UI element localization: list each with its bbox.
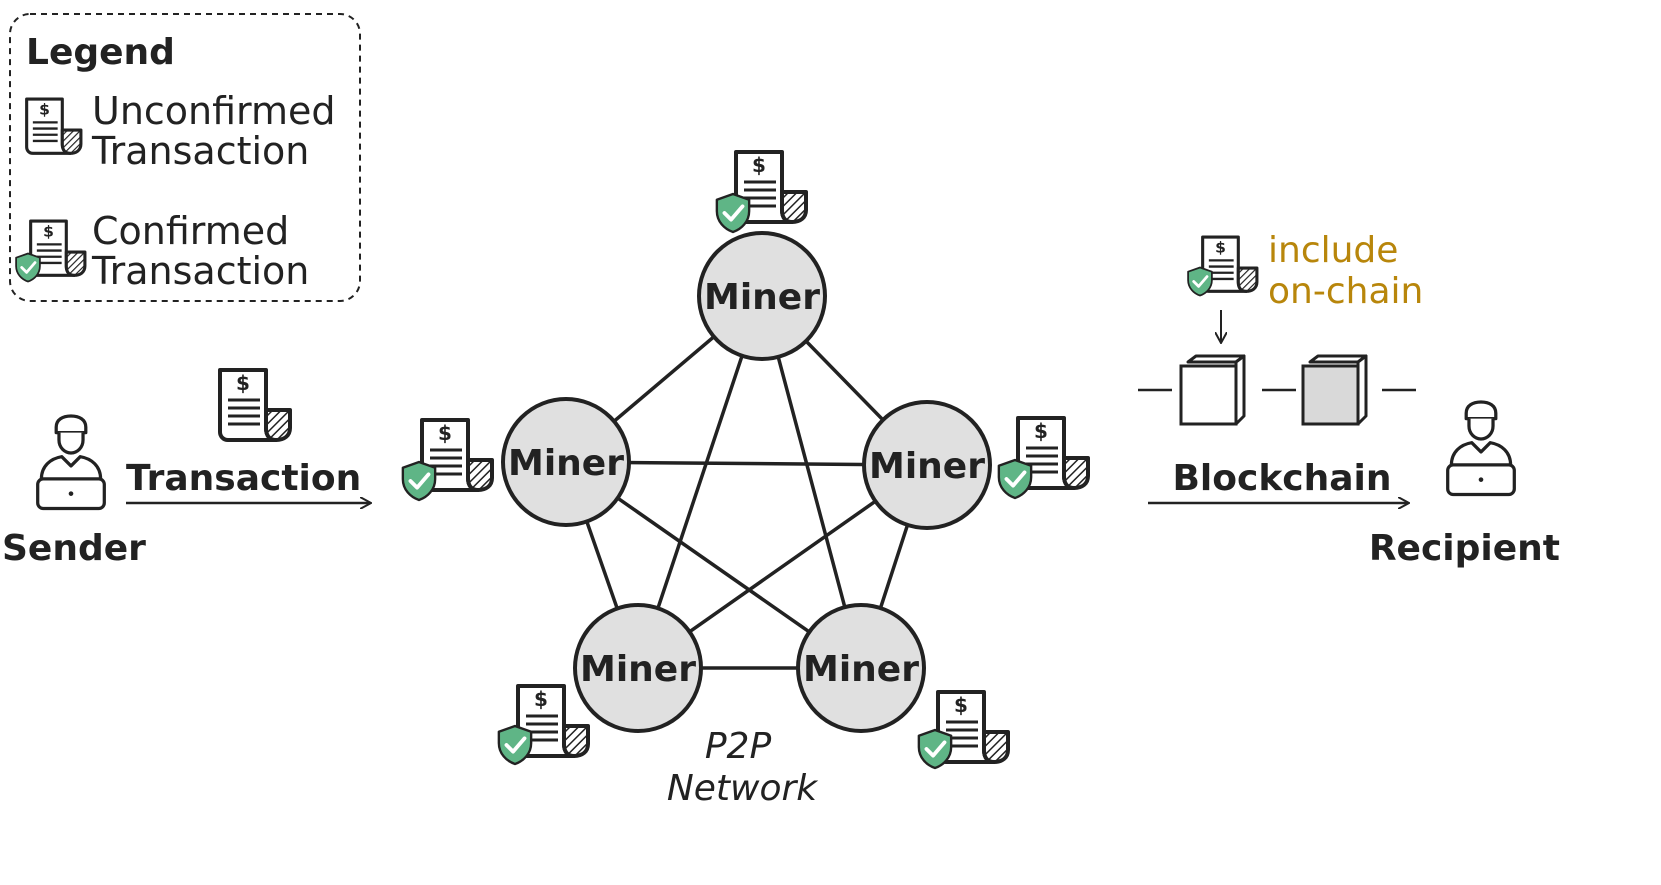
miner-node-left: Miner: [501, 397, 631, 527]
include-note-line1: include: [1268, 230, 1398, 271]
network-label-line1: P2P: [705, 726, 772, 767]
sender-label: Sender: [2, 528, 146, 569]
miner-bottom-left-confirmed-tx: [496, 684, 590, 766]
shield-check-icon: [400, 460, 438, 502]
transaction-flow: Transaction: [126, 368, 370, 503]
legend-title: Legend: [26, 32, 175, 73]
shield-check-icon: [714, 192, 752, 234]
unconfirmed-receipt-icon: [25, 97, 83, 155]
sender-person-laptop-icon: [36, 414, 106, 511]
shield-check-icon: [996, 458, 1034, 500]
network-label-line2: Network: [667, 768, 819, 809]
legend-unconfirmed-line1: Unconfirmed: [92, 89, 336, 133]
legend-confirmed-line2: Transaction: [91, 249, 309, 293]
recipient: Recipient: [1369, 402, 1560, 569]
legend-box: Legend Unconfirmed Transaction Confirmed…: [9, 13, 361, 302]
miner-node-bottom-right: Miner: [796, 603, 926, 733]
sender: Sender: [2, 414, 146, 569]
include-note-line2: on-chain: [1268, 271, 1423, 312]
legend-confirmed-line1: Confirmed: [92, 209, 289, 253]
legend-unconfirmed-line2: Transaction: [91, 129, 309, 173]
blockchain: Blockchain: [1138, 354, 1416, 503]
recipient-label: Recipient: [1369, 528, 1560, 569]
block-cube-icon: [1301, 354, 1368, 426]
miner-right-confirmed-tx: [996, 416, 1090, 500]
confirmed-shield-icon: [14, 252, 42, 283]
miner-label: Miner: [869, 446, 985, 487]
miner-node-bottom-left: Miner: [573, 603, 703, 733]
blockchain-label: Blockchain: [1172, 458, 1391, 499]
block-cube-icon: [1179, 354, 1246, 426]
miner-node-right: Miner: [862, 400, 992, 530]
transaction-receipt-icon: [218, 368, 292, 442]
miner-bottom-right-confirmed-tx: [916, 690, 1010, 770]
include-on-chain-note: include on-chain: [1186, 230, 1423, 342]
recipient-person-laptop-icon: [1448, 402, 1515, 495]
miner-left-confirmed-tx: [400, 418, 494, 502]
miner-label: Miner: [580, 649, 696, 690]
miner-node-top: Miner: [697, 231, 827, 361]
miner-label: Miner: [704, 277, 820, 318]
miner-label: Miner: [803, 649, 919, 690]
transaction-label: Transaction: [126, 458, 361, 499]
shield-check-icon: [496, 724, 534, 766]
miner-top-confirmed-tx: [714, 150, 808, 234]
miner-label: Miner: [508, 443, 624, 484]
